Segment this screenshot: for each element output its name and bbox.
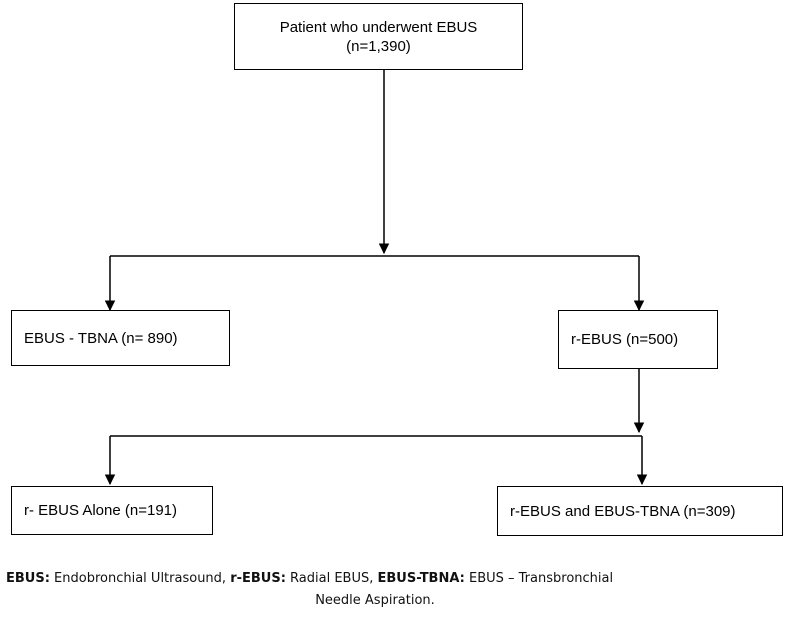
ebus-tbna-node-label: EBUS - TBNA (n= 890) bbox=[24, 329, 178, 347]
legend-def-ebus: Endobronchial Ultrasound, bbox=[49, 571, 231, 586]
r-ebus-and-tbna-node-label: r-EBUS and EBUS-TBNA (n=309) bbox=[510, 502, 736, 520]
legend-line-1: EBUS: Endobronchial Ultrasound, r-EBUS: … bbox=[0, 568, 750, 590]
legend-def-r-ebus: Radial EBUS, bbox=[285, 571, 378, 586]
ebus-tbna-node-box: EBUS - TBNA (n= 890) bbox=[11, 310, 230, 366]
connector-lines bbox=[104, 70, 648, 486]
r-ebus-node-label: r-EBUS (n=500) bbox=[571, 331, 679, 348]
legend-term-r-ebus: r-EBUS: bbox=[230, 571, 286, 586]
legend-term-ebus-tbna: EBUS-TBNA: bbox=[377, 571, 465, 586]
r-ebus-node-box: r-EBUS (n=500) bbox=[558, 310, 718, 369]
r-ebus-and-tbna-node-box: r-EBUS and EBUS-TBNA (n=309) bbox=[497, 486, 783, 536]
r-ebus-alone-node-label: r- EBUS Alone (n=191) bbox=[24, 502, 177, 519]
root-node-count: (n=1,390) bbox=[346, 37, 411, 55]
legend-def-ebus-tbna: EBUS – Transbronchial bbox=[464, 571, 614, 586]
root-node-title: Patient who underwent EBUS bbox=[279, 18, 478, 36]
abbreviation-legend: EBUS: Endobronchial Ultrasound, r-EBUS: … bbox=[0, 568, 750, 612]
r-ebus-alone-node-box: r- EBUS Alone (n=191) bbox=[11, 486, 213, 535]
root-node-box: Patient who underwent EBUS (n=1,390) bbox=[234, 3, 523, 70]
legend-line-2: Needle Aspiration. bbox=[315, 593, 435, 608]
legend-term-ebus: EBUS: bbox=[6, 571, 50, 586]
